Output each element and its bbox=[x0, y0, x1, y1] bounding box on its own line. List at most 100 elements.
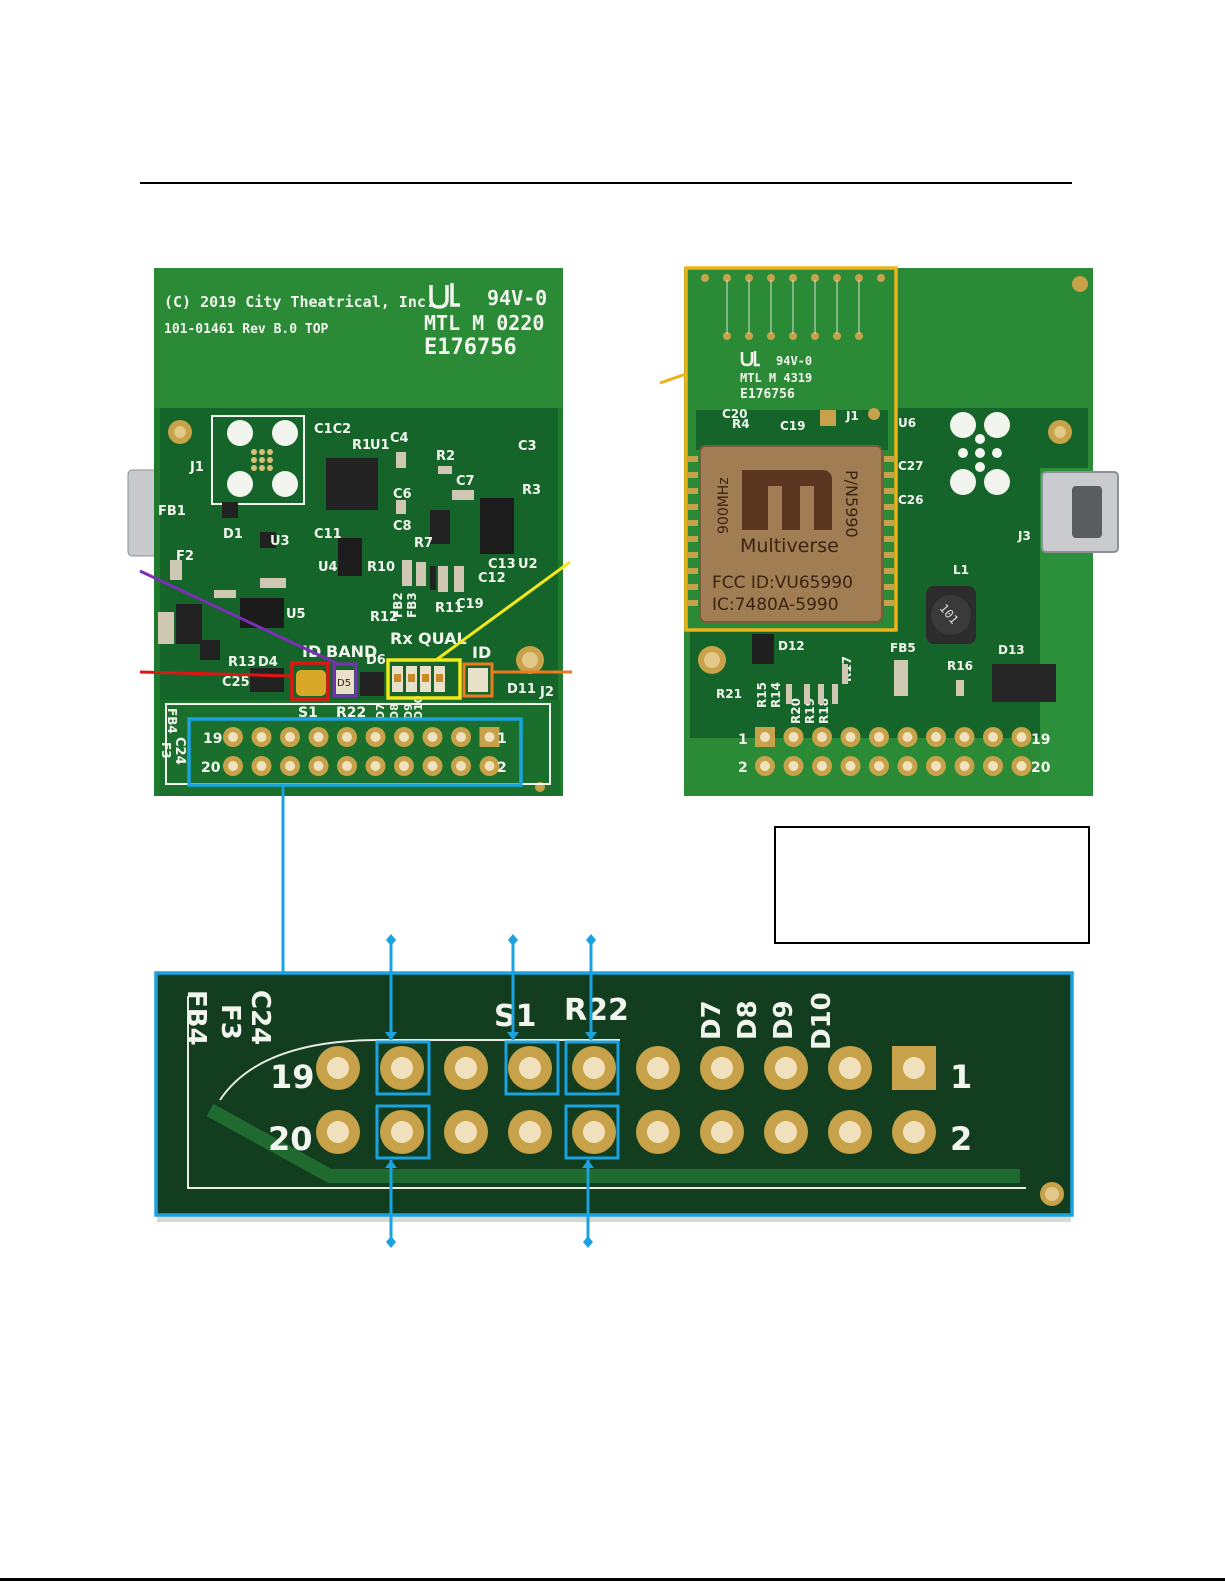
header-pin-hole bbox=[902, 761, 913, 771]
header-pin-hole bbox=[256, 732, 267, 742]
header-pin-hole bbox=[845, 732, 856, 742]
header-pin-hole bbox=[342, 732, 352, 742]
label-d5: D5 bbox=[337, 678, 351, 689]
header-pin-hole bbox=[817, 732, 827, 742]
label-j2: J2 bbox=[539, 685, 554, 700]
header-pin-hole bbox=[845, 761, 856, 771]
header-pin-hole bbox=[931, 761, 941, 771]
callout-pin-top-5 bbox=[504, 1040, 560, 1096]
label-bottom-pin-2: 2 bbox=[738, 760, 748, 776]
header-pin-hole bbox=[760, 761, 770, 771]
header-pin-hole bbox=[959, 732, 970, 742]
header-pin-hole bbox=[903, 1121, 925, 1143]
module-part-number: P/N5990 bbox=[842, 470, 861, 538]
zoom-label-fb4: FB4 bbox=[181, 990, 211, 1046]
zoom-label-f3: F3 bbox=[215, 1004, 245, 1040]
label-c27: C27 bbox=[898, 459, 924, 473]
label-r21: R21 bbox=[716, 687, 742, 701]
ul-logo-icon bbox=[429, 283, 460, 309]
bottom-header-pins bbox=[755, 727, 1032, 776]
footer-rule bbox=[0, 1578, 1225, 1581]
header-pin-hole bbox=[775, 1057, 797, 1079]
module-ic-id: IC:7480A-5990 bbox=[712, 595, 839, 615]
label-c8: C8 bbox=[393, 519, 412, 534]
label-c19-bottom: C19 bbox=[780, 419, 806, 433]
label-u5: U5 bbox=[286, 607, 306, 622]
header-pin-hole bbox=[1016, 761, 1027, 771]
header-pin-hole bbox=[456, 761, 466, 771]
label-r18: R18 bbox=[817, 698, 831, 724]
label-fb1: FB1 bbox=[158, 504, 186, 519]
label-s1: S1 bbox=[298, 705, 318, 721]
callout-module-box bbox=[684, 266, 898, 632]
callout-rx-qual-box bbox=[386, 658, 462, 700]
header-pin-hole bbox=[370, 761, 381, 771]
label-c24: C24 bbox=[172, 737, 187, 765]
zoom-label-s1: S1 bbox=[494, 999, 536, 1034]
callout-zoom-box bbox=[154, 971, 1074, 1217]
header-pin-hole bbox=[391, 1057, 413, 1079]
led-group-rx-qual bbox=[392, 666, 445, 692]
label-r22: R22 bbox=[336, 705, 366, 721]
header-pin-hole bbox=[988, 761, 998, 771]
label-r7: R7 bbox=[414, 536, 433, 551]
header-pin-hole bbox=[788, 761, 799, 771]
mtl-code-text: MTL M 0220 bbox=[424, 311, 544, 335]
header-pin-hole bbox=[839, 1121, 861, 1143]
label-pin-20: 20 bbox=[201, 760, 221, 776]
callout-s1-box bbox=[290, 661, 330, 701]
label-r11: R11 bbox=[435, 601, 463, 616]
header-pin-hole bbox=[519, 1121, 541, 1143]
header-pin-hole bbox=[256, 761, 267, 771]
module-fcc-id: FCC ID:VU65990 bbox=[712, 573, 853, 593]
label-d4: D4 bbox=[258, 655, 278, 670]
label-c4: C4 bbox=[390, 431, 409, 446]
header-pin-hole bbox=[228, 732, 238, 742]
label-r14: R14 bbox=[769, 682, 783, 708]
label-c12: C12 bbox=[478, 571, 506, 586]
header-pin-hole bbox=[327, 1057, 349, 1079]
caption-box bbox=[774, 826, 1090, 944]
header-pin-hole bbox=[399, 732, 409, 742]
module-ul-file: E176756 bbox=[740, 387, 795, 402]
label-d8: D8 bbox=[388, 703, 401, 720]
zoom-label-pin-19: 19 bbox=[270, 1058, 315, 1096]
label-fb5: FB5 bbox=[890, 641, 916, 655]
zoom-label-d9: D9 bbox=[769, 1000, 799, 1040]
label-c20-bottom: C20 bbox=[722, 407, 748, 421]
label-r12: R12 bbox=[370, 610, 398, 625]
label-f2: F2 bbox=[176, 549, 194, 564]
label-r15: R15 bbox=[755, 682, 769, 708]
header-pin-hole bbox=[313, 761, 324, 771]
label-fb4: FB4 bbox=[165, 708, 179, 734]
header-pin-hole bbox=[988, 732, 998, 742]
header-pin-hole bbox=[874, 732, 884, 742]
header-pin-hole bbox=[647, 1057, 669, 1079]
header-pin-hole bbox=[1016, 732, 1027, 742]
led-d5 bbox=[336, 670, 354, 694]
diode-d13 bbox=[992, 664, 1056, 702]
header-pin-hole bbox=[427, 761, 438, 771]
module-brand: Multiverse bbox=[740, 535, 839, 557]
label-c3: C3 bbox=[518, 439, 537, 454]
header-pin-hole bbox=[583, 1121, 605, 1143]
header-pin-hole bbox=[760, 732, 770, 742]
header-rule bbox=[140, 182, 1072, 184]
label-j1: J1 bbox=[189, 460, 204, 475]
label-c26: C26 bbox=[898, 493, 924, 507]
module-ul-rating: 94V-0 bbox=[776, 354, 812, 368]
header-pin-hole bbox=[313, 732, 324, 742]
zoom-label-d8: D8 bbox=[733, 1000, 763, 1040]
header-pin-hole bbox=[484, 732, 495, 742]
label-r10: R10 bbox=[367, 560, 395, 575]
header-pin-hole bbox=[647, 1121, 669, 1143]
label-fb2: FB2 bbox=[391, 592, 405, 618]
ul-rating-text: 94V-0 bbox=[487, 286, 547, 310]
top-header-pins bbox=[223, 727, 500, 776]
label-r2: R2 bbox=[436, 449, 455, 464]
label-r13: R13 bbox=[228, 655, 256, 670]
module-mtl-code: MTL M 4319 bbox=[740, 371, 812, 385]
label-d1: D1 bbox=[223, 527, 243, 542]
label-rx: Rx bbox=[390, 629, 413, 648]
label-l1: L1 bbox=[953, 563, 969, 577]
